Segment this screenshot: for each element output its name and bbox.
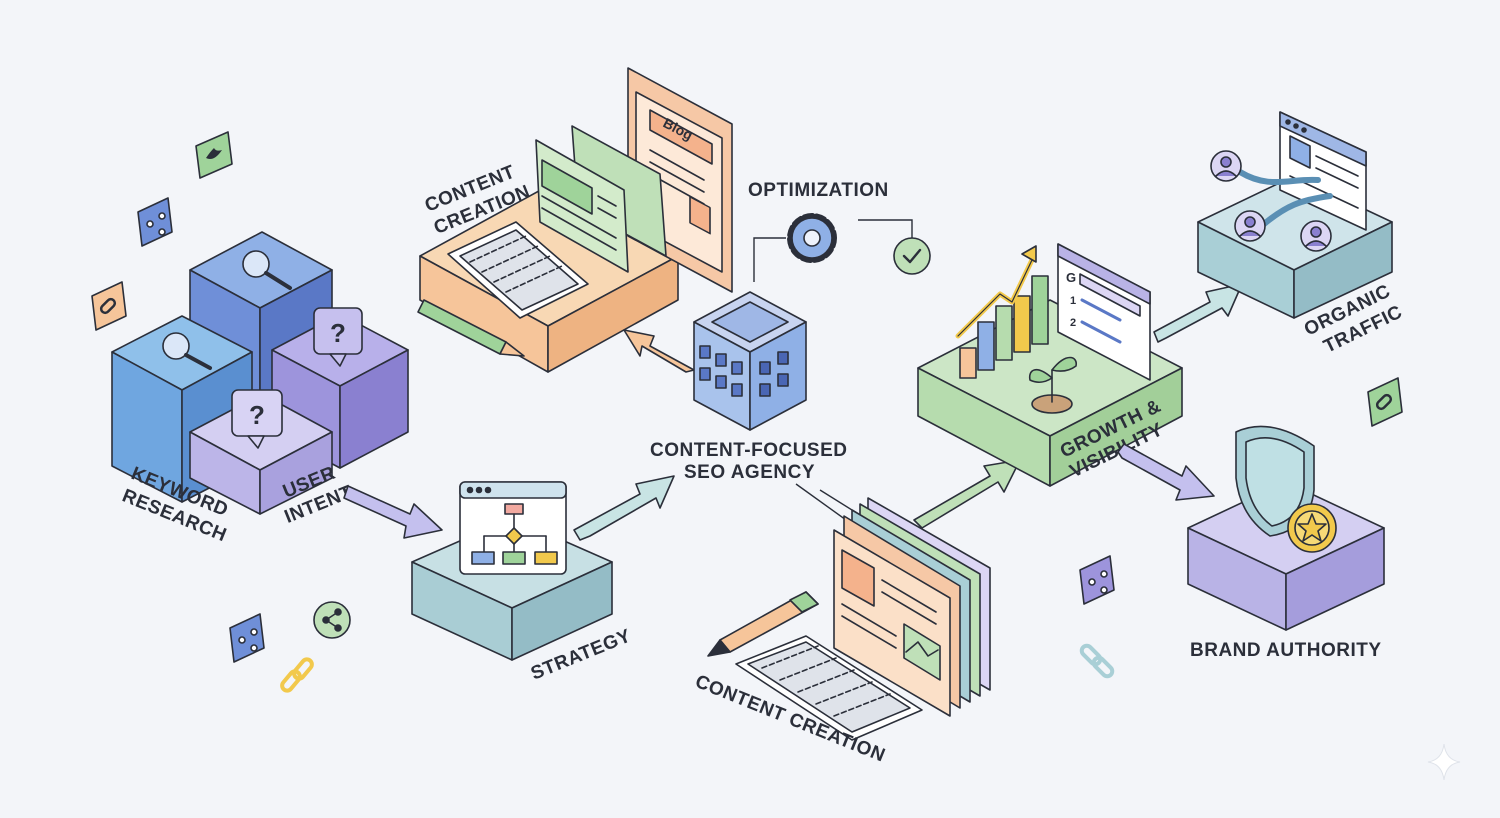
growth-to-authority-arrow <box>1117 443 1215 501</box>
agency-to-content-arrow <box>623 329 695 373</box>
connector-line <box>753 237 786 282</box>
magnifier-icon <box>162 332 212 370</box>
pen-icon <box>417 299 525 357</box>
question-glyph: ? <box>249 400 265 430</box>
checkmark-icon <box>893 237 931 275</box>
magnifier-icon <box>242 250 292 290</box>
share-icon <box>1079 555 1115 605</box>
sprout-icon <box>1028 356 1077 414</box>
share-circle-icon <box>313 601 351 639</box>
strategy-arrow <box>343 485 443 539</box>
growth-to-traffic-arrow <box>1153 283 1243 343</box>
optimization-label: OPTIMIZATION <box>748 180 889 201</box>
user-avatar-icon <box>1234 210 1266 242</box>
user-avatar-icon <box>1210 150 1242 182</box>
rank-1-glyph: 1 <box>1070 295 1076 307</box>
browser-window-icon <box>1279 111 1367 231</box>
share-icon <box>137 197 173 247</box>
google-glyph: G <box>1066 270 1076 285</box>
question-glyph: ? <box>330 318 346 348</box>
agency-label: CONTENT-FOCUSED SEO AGENCY <box>650 440 848 483</box>
gear-icon <box>787 213 837 263</box>
newspaper-icon <box>535 125 667 273</box>
twitter-icon <box>195 131 233 179</box>
rank-2-glyph: 2 <box>1070 317 1076 329</box>
chain-link-icon <box>1079 643 1115 679</box>
strategy-to-agency-arrow <box>573 475 675 541</box>
link-icon <box>1367 377 1403 427</box>
brand-authority-label: BRAND AUTHORITY <box>1190 640 1382 661</box>
pen-icon <box>707 591 819 657</box>
connector-line <box>858 219 913 238</box>
agency-line2: SEO AGENCY <box>684 462 815 483</box>
question-bubble-icon: ? <box>231 389 283 449</box>
keyboard-icon <box>447 221 589 319</box>
traffic-flow-arrows <box>1237 169 1333 227</box>
document-stack-icon <box>833 497 991 717</box>
search-results-window-icon: G 1 2 <box>1057 243 1151 381</box>
flowchart-window-icon <box>459 481 567 575</box>
question-bubble-icon: ? <box>313 307 363 367</box>
link-icon <box>91 281 127 331</box>
content-to-growth-arrow <box>913 459 1021 529</box>
agency-line1: CONTENT-FOCUSED <box>650 440 848 461</box>
chain-link-icon <box>280 657 314 693</box>
agency-building-icon <box>693 291 807 431</box>
sparkle-icon <box>1427 743 1461 781</box>
user-avatar-icon <box>1300 220 1332 252</box>
share-icon <box>229 613 265 663</box>
bar-chart-icon <box>955 245 1049 379</box>
star-badge-icon <box>1287 503 1337 553</box>
keyboard-icon <box>735 635 923 741</box>
